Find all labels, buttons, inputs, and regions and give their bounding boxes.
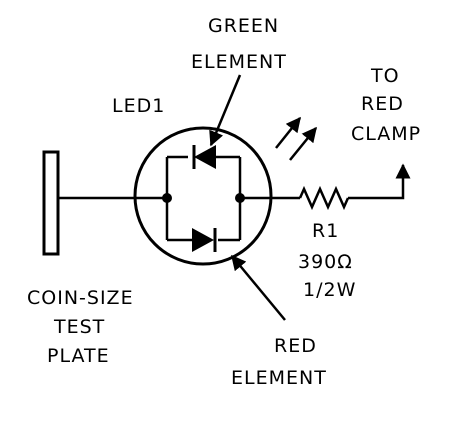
light-arrow-2 bbox=[289, 126, 317, 161]
label-red-element-line2: ELEMENT bbox=[231, 367, 327, 389]
label-test-plate-line2: TEST bbox=[53, 316, 105, 338]
label-green-element-line1: GREEN bbox=[208, 15, 279, 37]
green-element-diode bbox=[192, 145, 216, 169]
led1-body bbox=[133, 126, 273, 266]
red-element-diode bbox=[192, 228, 217, 252]
label-to-red-clamp-line1: TO bbox=[370, 65, 400, 87]
label-to-red-clamp-line3: CLAMP bbox=[351, 123, 421, 145]
test-plate bbox=[42, 150, 60, 256]
light-arrow-1 bbox=[275, 116, 301, 149]
wire-to-clamp bbox=[348, 163, 411, 200]
label-to-red-clamp-line2: RED bbox=[361, 93, 404, 115]
label-green-element-line2: ELEMENT bbox=[191, 51, 287, 73]
pointer-green-element bbox=[209, 74, 242, 147]
junction-left bbox=[162, 193, 172, 203]
label-resistor-power: 1/2W bbox=[303, 279, 356, 301]
label-test-plate-line1: COIN-SIZE bbox=[27, 287, 134, 309]
resistor-r1 bbox=[298, 185, 350, 211]
label-red-element-line1: RED bbox=[274, 335, 317, 357]
label-led1: LED1 bbox=[112, 95, 165, 117]
pointer-red-element bbox=[231, 254, 286, 321]
label-resistor-name: R1 bbox=[312, 220, 339, 242]
label-resistor-value: 390Ω bbox=[298, 251, 353, 273]
led-branches bbox=[165, 155, 242, 242]
label-test-plate-line3: PLATE bbox=[47, 345, 110, 367]
